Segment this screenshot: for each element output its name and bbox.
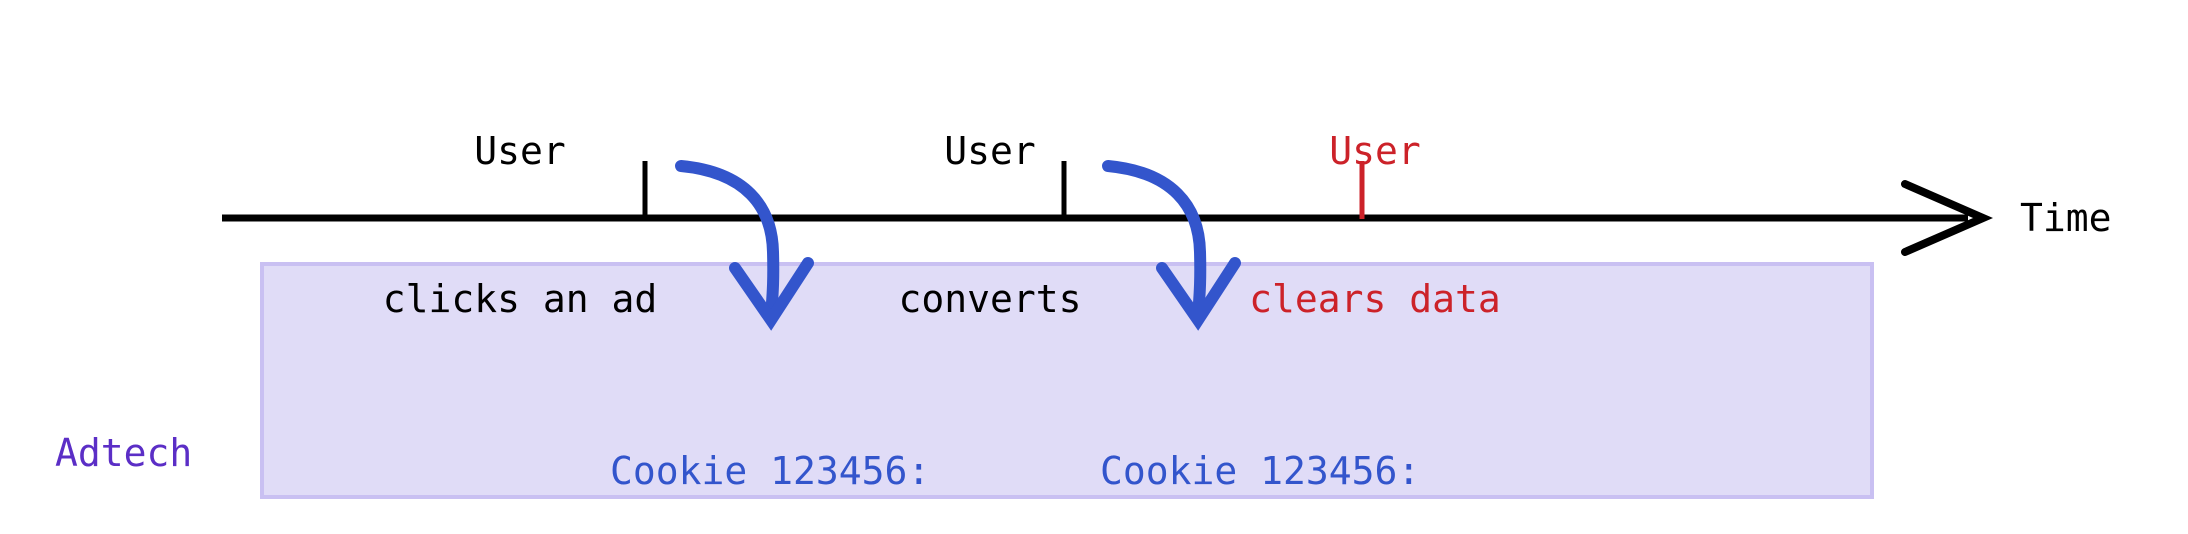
cookie-record-line1: Cookie 123456: xyxy=(1100,448,1421,493)
connector-convert-to-record-icon xyxy=(1102,160,1241,331)
adtech-server-panel xyxy=(260,262,1874,499)
event-label-line1: User xyxy=(944,128,1036,173)
timeline-arrowhead-icon xyxy=(1901,180,1994,256)
event-label-line2: clears data xyxy=(1249,276,1501,321)
event-label-line1: User xyxy=(474,128,566,173)
cookie-record-converted: Cookie 123456: Converted xyxy=(1100,348,1530,534)
cookie-record-line1: Cookie 123456: xyxy=(610,448,931,493)
event-label-user-converts: User converts xyxy=(800,28,1180,423)
event-label-user-clears-data: User clears data xyxy=(1185,28,1565,423)
event-label-line2: clicks an ad xyxy=(382,276,658,321)
cookie-record-ad-clicked: Cookie 123456: Ad clicked xyxy=(610,348,1040,534)
connector-click-to-record-icon xyxy=(675,160,814,331)
adtech-server-label-line1: Adtech xyxy=(55,430,193,475)
event-label-line1: User xyxy=(1329,128,1421,173)
event-label-line2: converts xyxy=(898,276,1082,321)
event-label-user-clicks-ad: User clicks an ad xyxy=(310,28,730,423)
timeline-axis-label: Time xyxy=(2020,196,2112,240)
adtech-server-label: Adtech server xyxy=(55,330,255,534)
